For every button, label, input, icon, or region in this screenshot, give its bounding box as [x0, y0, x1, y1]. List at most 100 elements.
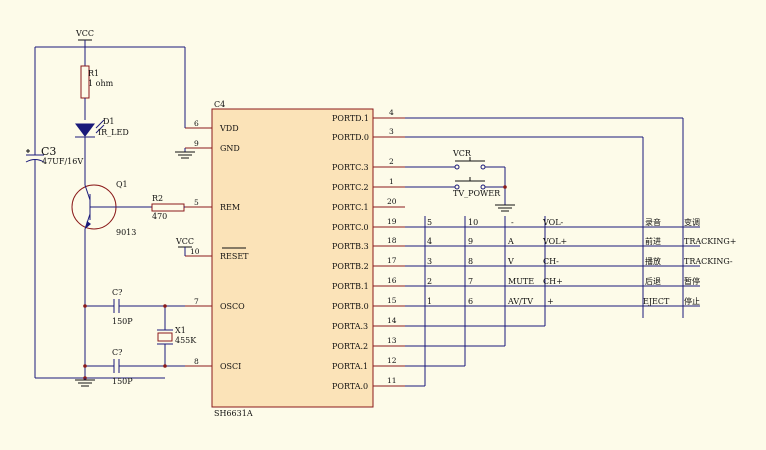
pin-name: RESET — [220, 252, 249, 261]
pin-name: PORTA.0 — [332, 382, 368, 391]
switch-vcr-label: VCR — [452, 149, 472, 158]
pin-name: PORTD.1 — [332, 114, 369, 123]
key-label: - — [511, 218, 514, 227]
pin-num: 7 — [194, 297, 199, 306]
r1-value: 1 ohm — [88, 79, 114, 88]
oscillator: C? 150P C? 150P X1 455K — [83, 288, 197, 386]
chip-c4: C4 SH6631A — [211, 100, 374, 418]
key-label: TRACKING+ — [684, 237, 737, 246]
key-label: 变调 — [684, 217, 700, 227]
ca-ref: C? — [112, 288, 122, 297]
cb-ref: C? — [112, 348, 122, 357]
pin-name: PORTC.2 — [332, 183, 369, 192]
r2-value: 470 — [152, 212, 167, 221]
d1-value: IR_LED — [98, 128, 129, 137]
chip-ref: C4 — [214, 100, 225, 109]
resistor-r2: R2 470 — [151, 194, 185, 221]
vcc-label-top: VCC — [75, 29, 94, 38]
pin-name: PORTA.2 — [332, 342, 368, 351]
key-label: 播放 — [645, 256, 661, 266]
pin-name: OSCI — [220, 362, 241, 371]
pin-name: PORTB.0 — [332, 302, 369, 311]
pin-num: 17 — [387, 256, 397, 265]
chip-part: SH6631A — [214, 409, 253, 418]
pin-name: PORTB.1 — [332, 282, 369, 291]
pin-num: 18 — [387, 236, 397, 245]
d1-ref: D1 — [103, 117, 115, 126]
pin-name: REM — [220, 203, 240, 212]
key-label: 停止 — [684, 296, 700, 306]
pin-num: 4 — [389, 108, 394, 117]
vcc-label-reset: VCC — [175, 237, 194, 246]
key-label: 8 — [468, 257, 473, 266]
key-label: MUTE — [508, 277, 534, 286]
key-label: 2 — [427, 277, 432, 286]
ca-value: 150P — [112, 317, 133, 326]
ground-bottom — [75, 378, 95, 387]
pin-name: PORTA.1 — [332, 362, 368, 371]
key-label: EJECT — [643, 297, 670, 306]
key-label: VOL+ — [542, 237, 567, 246]
ir-led-d1: D1 IR_LED — [75, 117, 129, 185]
key-label: A — [507, 237, 514, 246]
key-label: V — [507, 257, 514, 266]
reset-vcc: VCC — [175, 237, 194, 256]
pin-name: OSCO — [220, 302, 245, 311]
key-label: 3 — [427, 257, 432, 266]
key-label: 5 — [427, 218, 432, 227]
pin-num: 11 — [387, 376, 397, 385]
resistor-r1: R1 1 ohm — [80, 47, 114, 120]
pin-num: 6 — [194, 119, 199, 128]
power-rail: VCC — [34, 29, 186, 379]
pin-name: PORTB.2 — [332, 262, 369, 271]
pin-name: PORTD.0 — [332, 133, 369, 142]
switch-tv-power: TV_POWER — [405, 177, 515, 212]
pin-num: 13 — [387, 336, 397, 345]
c3-ref: C3 — [41, 145, 56, 158]
key-label: 4 — [427, 237, 432, 246]
pin-name: PORTB.3 — [332, 242, 369, 251]
q1-ref: Q1 — [116, 180, 128, 189]
cb-value: 150P — [112, 377, 133, 386]
r2-ref: R2 — [152, 194, 163, 203]
pin-num: 3 — [389, 127, 394, 136]
key-label: 9 — [468, 237, 473, 246]
pin-num: 15 — [387, 296, 397, 305]
chip-left-pins: 6 VDD 9 GND 5 REM 10 RESET 7 OSCO 8 OSCI — [185, 119, 249, 371]
pin-num: 5 — [194, 198, 199, 207]
x1-value: 455K — [175, 336, 197, 345]
pin-num: 2 — [389, 157, 394, 166]
c3-value: 47UF/16V — [42, 157, 83, 166]
pin-num: 12 — [387, 356, 397, 365]
ground-gnd-pin — [175, 148, 195, 159]
key-label: AV/TV — [507, 297, 533, 306]
pin-name: GND — [220, 144, 240, 153]
pin-num: 20 — [387, 197, 397, 206]
pin-name: PORTA.3 — [332, 322, 368, 331]
pin-num: 1 — [389, 177, 394, 186]
key-label: 暂停 — [684, 276, 700, 286]
pin-num: 14 — [387, 316, 397, 325]
key-label: 7 — [468, 277, 473, 286]
key-label: CH+ — [543, 277, 563, 286]
pin-name: PORTC.3 — [332, 163, 369, 172]
pin-name: PORTC.1 — [332, 203, 369, 212]
chip-body — [211, 108, 374, 408]
pin-name: VDD — [219, 124, 239, 133]
key-label: CH- — [543, 257, 559, 266]
key-label: 后退 — [645, 276, 661, 286]
pin-num: 19 — [387, 217, 397, 226]
key-label: VOL- — [542, 218, 564, 227]
key-label: 6 — [468, 297, 473, 306]
pin-num: 9 — [194, 139, 199, 148]
transistor-q1: Q1 9013 — [71, 180, 152, 378]
capacitor-c3: C3 47UF/16V — [25, 145, 83, 170]
pin-num: 8 — [194, 357, 199, 366]
key-label: TRACKING- — [684, 257, 733, 266]
x1-ref: X1 — [175, 326, 186, 335]
pin-num: 10 — [190, 247, 200, 256]
chip-right-pins: 4 PORTD.1 3 PORTD.0 2 PORTC.3 1 PORTC.2 … — [332, 108, 405, 391]
pin-num: 16 — [387, 276, 397, 285]
key-matrix-labels: 5 10 - VOL- 录音 变调 4 9 A VOL+ 前进 TRACKING… — [427, 217, 737, 306]
